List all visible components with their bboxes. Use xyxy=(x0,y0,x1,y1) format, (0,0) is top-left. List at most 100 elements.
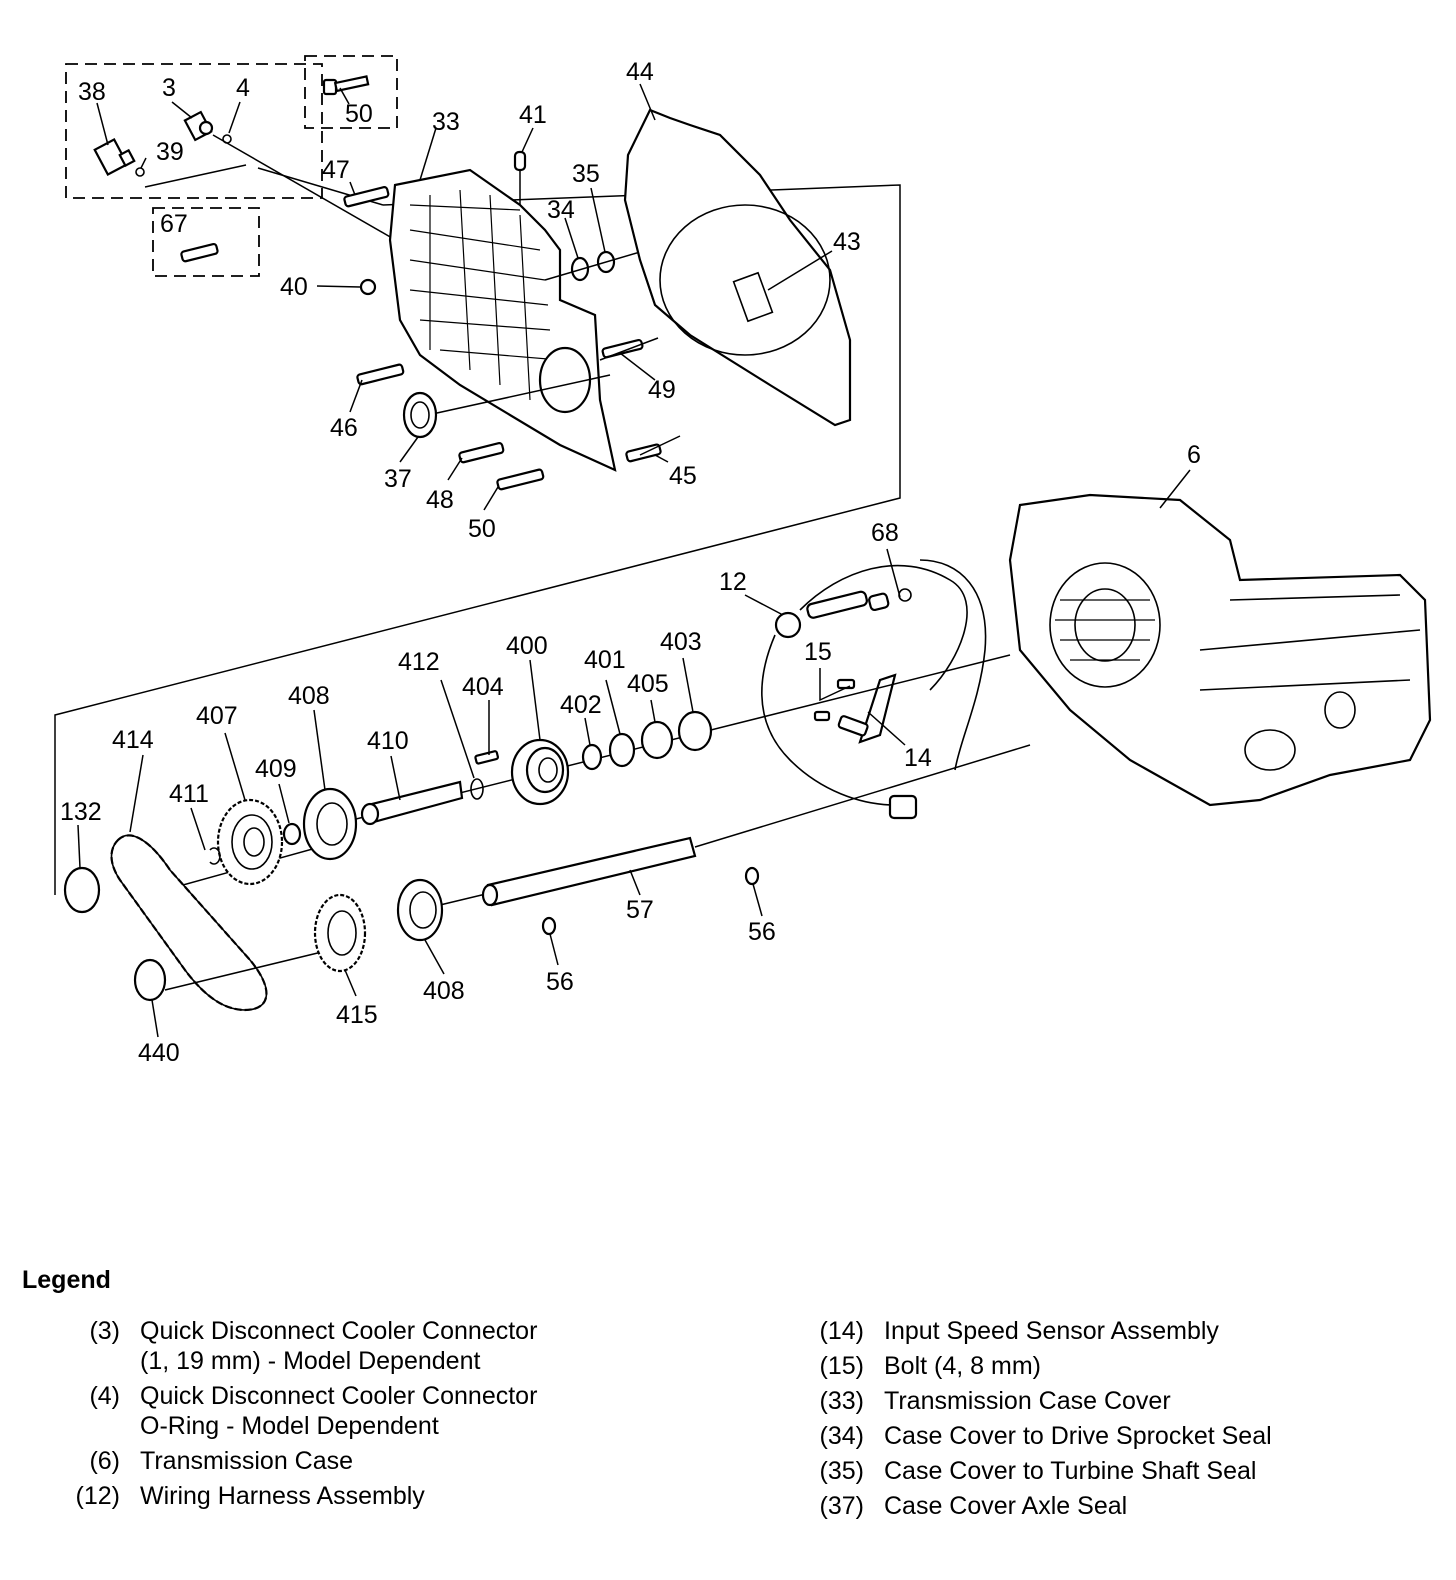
callout-67: 67 xyxy=(160,210,188,238)
group-box-stud-67 xyxy=(152,207,260,277)
bolt-50-lower xyxy=(496,468,545,491)
stud-47 xyxy=(343,186,390,208)
seal-56-right xyxy=(744,866,760,886)
connector-leader-lines xyxy=(144,164,247,188)
callout-50-lower: 50 xyxy=(468,515,496,543)
callout-408-lower: 408 xyxy=(423,977,465,1005)
legend-item-description: Bolt (4, 8 mm) xyxy=(884,1352,1041,1380)
legend-item-number: (15) xyxy=(819,1352,864,1380)
callout-404: 404 xyxy=(462,673,504,701)
legend-title: Legend xyxy=(22,1266,111,1294)
transmission-case-6 xyxy=(1008,493,1432,807)
wiring-harness-12 xyxy=(761,559,987,820)
washer-402 xyxy=(581,743,603,771)
callout-39: 39 xyxy=(156,138,184,166)
callout-12: 12 xyxy=(719,568,747,596)
cooler-connector-38 xyxy=(93,137,136,177)
ring-412 xyxy=(470,778,484,800)
legend-item-number: (4) xyxy=(89,1382,120,1410)
callout-403: 403 xyxy=(660,628,702,656)
legend-item-number: (6) xyxy=(89,1447,120,1475)
callout-409: 409 xyxy=(255,755,297,783)
legend-item-description: Wiring Harness Assembly xyxy=(140,1482,425,1510)
group-box-cooler-connectors xyxy=(65,63,323,199)
callout-407: 407 xyxy=(196,702,238,730)
callout-414: 414 xyxy=(112,726,154,754)
legend-item-number: (14) xyxy=(819,1317,864,1345)
legend-item-description: Case Cover to Drive Sprocket Seal xyxy=(884,1422,1272,1450)
seal-132 xyxy=(63,866,101,914)
callout-411: 411 xyxy=(169,780,209,808)
callout-47: 47 xyxy=(322,156,350,184)
legend-item: (14) Input Speed Sensor Assembly xyxy=(806,1316,1272,1346)
bolt-50-upper xyxy=(322,75,370,96)
callout-48: 48 xyxy=(426,486,454,514)
legend-item-number: (12) xyxy=(75,1482,120,1510)
washer-401 xyxy=(608,732,636,768)
callout-68: 68 xyxy=(871,519,899,547)
callout-33: 33 xyxy=(432,108,460,136)
bolt-404 xyxy=(474,750,499,765)
case-cover-gasket-44 xyxy=(623,108,852,427)
bolt-48 xyxy=(458,442,505,464)
o-ring-39 xyxy=(135,167,145,177)
group-box-bolt-50 xyxy=(304,55,398,129)
thrust-washer-403 xyxy=(677,710,713,752)
legend-left-column: (3)Quick Disconnect Cooler Connector (1,… xyxy=(62,1316,538,1516)
washer-409 xyxy=(282,822,302,846)
callout-6: 6 xyxy=(1187,441,1201,469)
legend-item: (35)Case Cover to Turbine Shaft Seal xyxy=(806,1456,1272,1486)
callout-14: 14 xyxy=(904,744,932,772)
shaft-57 xyxy=(481,836,697,907)
callout-49: 49 xyxy=(648,376,676,404)
callout-405: 405 xyxy=(627,670,669,698)
legend-item-description: Input Speed Sensor Assembly xyxy=(884,1317,1219,1345)
legend-item-number: (3) xyxy=(89,1317,120,1345)
stud-67 xyxy=(180,242,219,263)
legend-item-number: (37) xyxy=(819,1492,864,1520)
callout-57: 57 xyxy=(626,896,654,924)
callout-412: 412 xyxy=(398,648,440,676)
callout-35: 35 xyxy=(572,160,600,188)
legend-item-number: (34) xyxy=(819,1422,864,1450)
callout-15: 15 xyxy=(804,638,832,666)
callout-408-upper: 408 xyxy=(288,682,330,710)
callout-50-upper: 50 xyxy=(345,100,373,128)
drive-chain-414 xyxy=(110,834,268,1012)
plug-40 xyxy=(359,278,377,296)
callout-37: 37 xyxy=(384,465,412,493)
legend-item: (4) Quick Disconnect Cooler Connector O-R… xyxy=(62,1381,537,1441)
legend-item-number: (35) xyxy=(819,1457,864,1485)
legend-item-description: Transmission Case xyxy=(140,1447,354,1475)
legend-item-description: Case Cover Axle Seal xyxy=(884,1492,1128,1520)
callout-440: 440 xyxy=(138,1039,180,1067)
shaft-410 xyxy=(360,780,464,826)
gear-408-upper xyxy=(302,787,358,861)
callout-38: 38 xyxy=(78,78,106,106)
callout-415: 415 xyxy=(336,1001,378,1029)
callout-3: 3 xyxy=(162,74,176,102)
seal-56-lower xyxy=(541,916,557,936)
callout-410: 410 xyxy=(367,727,409,755)
callout-402: 402 xyxy=(560,691,602,719)
callout-43: 43 xyxy=(833,228,861,256)
support-400 xyxy=(510,738,570,806)
legend-item: (34) Case Cover to Drive Sprocket Seal xyxy=(806,1421,1272,1451)
legend-item: (37) Case Cover Axle Seal xyxy=(806,1491,1272,1521)
callout-34: 34 xyxy=(547,196,575,224)
callout-40: 40 xyxy=(280,273,308,301)
legend-item-description: Transmission Case Cover xyxy=(884,1387,1171,1415)
bolt-46 xyxy=(356,363,405,386)
exploded-view-diagram: 38 3 4 39 50 33 41 44 35 34 47 43 67 40 … xyxy=(54,55,1432,1067)
callout-41: 41 xyxy=(519,101,547,129)
snap-ring-411 xyxy=(209,847,221,865)
legend-item-description: Quick Disconnect Cooler Connector O-Ring… xyxy=(140,1382,538,1440)
callout-46: 46 xyxy=(330,414,358,442)
callout-45: 45 xyxy=(669,462,697,490)
cooler-connector-3 xyxy=(183,110,214,142)
legend-item: (15) Bolt (4, 8 mm) xyxy=(806,1351,1272,1381)
driven-sprocket-415 xyxy=(313,893,367,973)
callout-56-lower: 56 xyxy=(546,968,574,996)
axle-seal-37 xyxy=(402,391,438,439)
callout-400: 400 xyxy=(506,632,548,660)
